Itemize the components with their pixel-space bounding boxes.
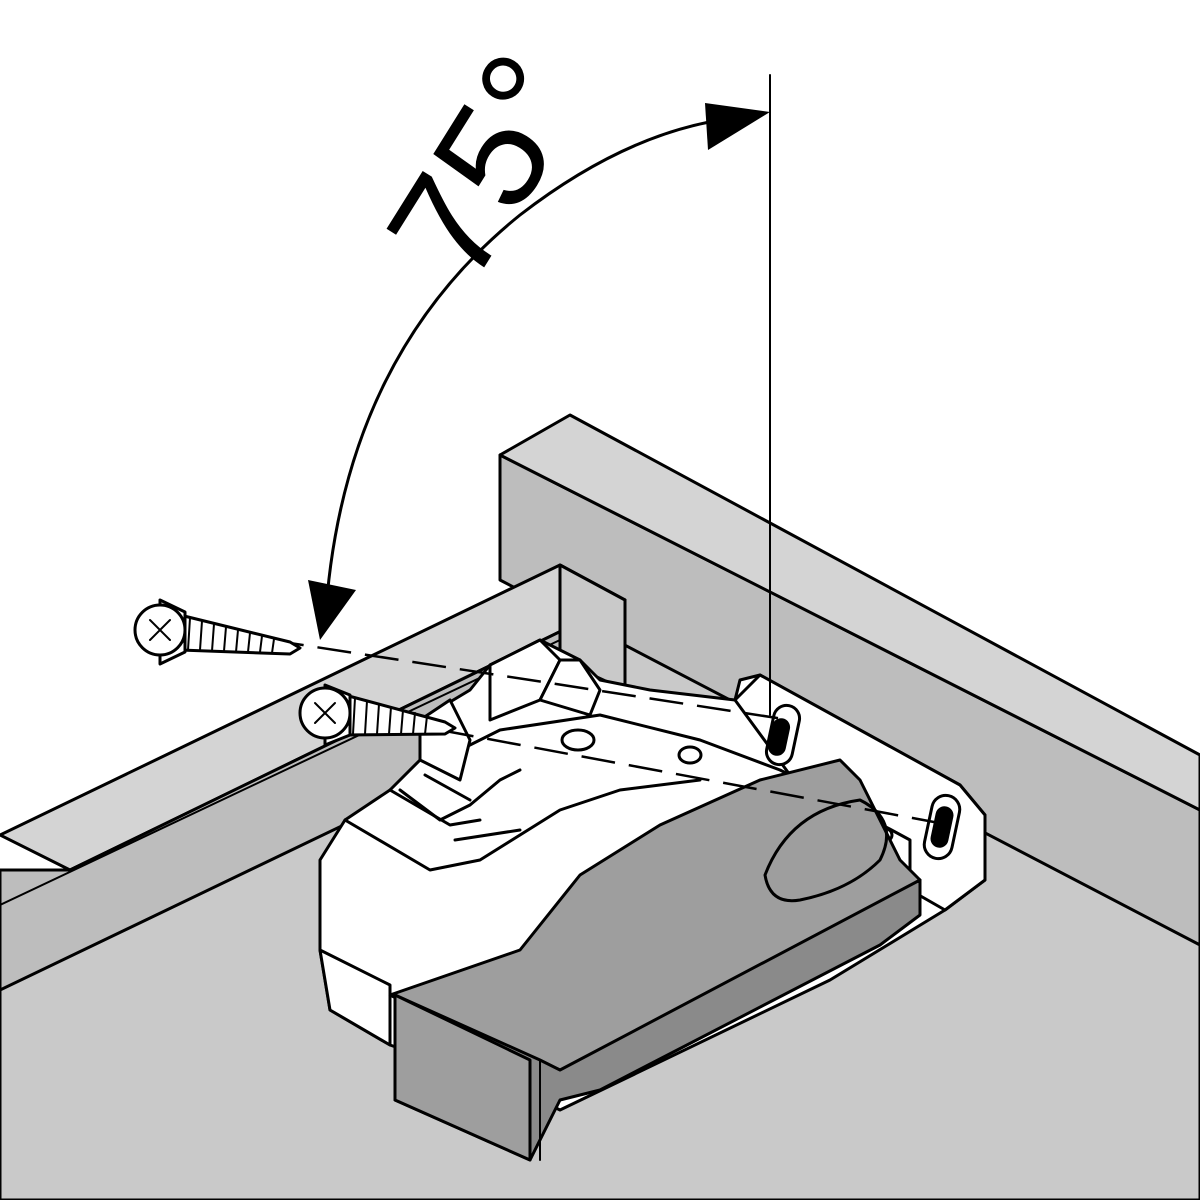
screw-upper <box>133 598 302 666</box>
screw-axes <box>269 638 951 827</box>
angle-arrow-icon <box>308 580 356 640</box>
angle-arrow-icon <box>705 103 770 150</box>
back-panel <box>498 413 1200 947</box>
cover-cap <box>388 758 922 1162</box>
angle-label: 75° <box>355 26 618 307</box>
screw-lower <box>298 683 457 747</box>
screw-icon <box>298 683 457 747</box>
screw-icon <box>133 598 302 666</box>
